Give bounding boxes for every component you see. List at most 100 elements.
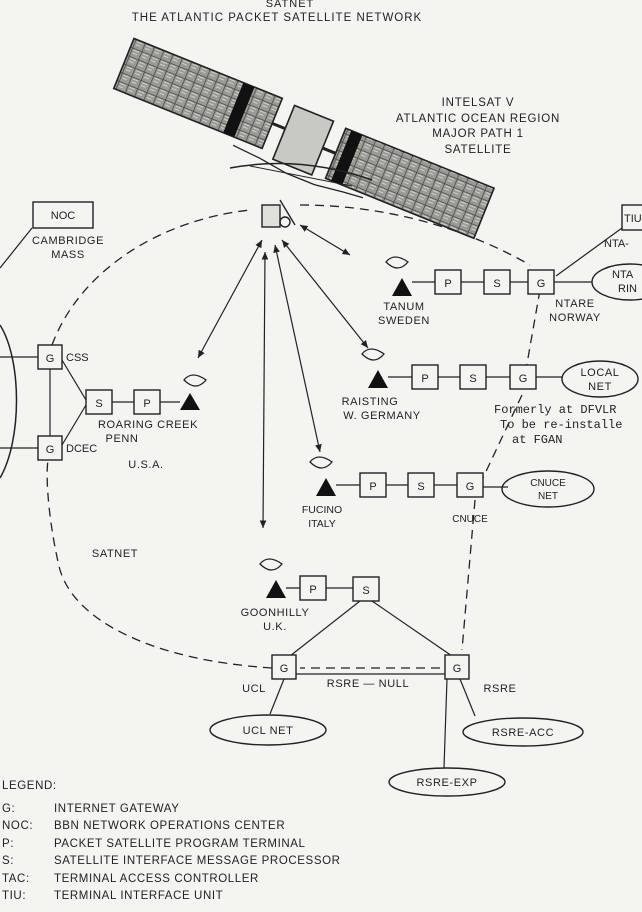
legend-abbr: S: — [2, 855, 15, 868]
tiu-box — [621, 204, 642, 231]
local-net — [561, 360, 639, 398]
ucl-label: UCL — [242, 683, 266, 695]
local-net-label-2: NET — [588, 381, 612, 393]
legend: LEGEND: G: INTERNET GATEWAY NOC: BBN NETWO… — [2, 780, 642, 905]
nta-link-label: NTA- — [604, 238, 629, 250]
goonhilly-label-1: GOONHILLY — [241, 607, 310, 619]
legend-abbr: G: — [2, 802, 16, 815]
legend-item: TAC: TERMINAL ACCESS CONTROLLER — [2, 870, 642, 888]
ucl-net — [209, 714, 327, 746]
goonhilly-dish — [259, 558, 286, 598]
raisting-p-label: P — [421, 373, 428, 385]
cnuce-net — [501, 470, 595, 508]
ucl-g-box — [271, 654, 297, 680]
satnet-dashed-ring — [46, 204, 541, 669]
legend-text: SATELLITE INTERFACE MESSAGE PROCESSOR — [54, 855, 341, 868]
radio-links — [197, 224, 369, 529]
ntare-ring-label-2: RIN — [618, 283, 637, 295]
cnuce-g-box — [456, 472, 484, 498]
noc-label-2: MASS — [51, 249, 85, 261]
legend-item: TIU: TERMINAL INTERFACE UNIT — [2, 888, 642, 906]
fgan-note-3: at FGAN — [512, 433, 562, 447]
tanum-dish — [385, 256, 412, 296]
roaring-creek-label-1: ROARING CREEK — [98, 419, 198, 431]
tanum-s-label: S — [493, 278, 500, 290]
legend-abbr: NOC: — [2, 820, 34, 833]
legend-text: TERMINAL ACCESS CONTROLLER — [54, 872, 259, 885]
satellite-label-3: MAJOR PATH 1 — [432, 128, 524, 140]
local-net-label-1: LOCAL — [580, 367, 619, 379]
legend-abbr: P: — [2, 837, 15, 850]
intelsat-satellite — [112, 37, 496, 240]
fgan-note-1: Formerly at DFVLR — [494, 403, 616, 417]
noc-box — [32, 201, 94, 229]
legend-text: TERMINAL INTERFACE UNIT — [54, 890, 224, 903]
fucino-s-label: S — [417, 481, 424, 493]
ntare-g-label: G — [537, 278, 546, 290]
tiu-box-label: TIU — [624, 213, 642, 225]
raisting-s-label: S — [469, 373, 476, 385]
link-goonhilly — [259, 251, 269, 529]
rsre-exp-label: RSRE-EXP — [416, 777, 477, 789]
usa-p-label: P — [143, 398, 150, 410]
ntare-ring-label-1: NTA — [612, 269, 634, 281]
raisting-g-label: G — [519, 373, 528, 385]
raisting-label-2: W. GERMANY — [343, 410, 421, 422]
title-line-2: THE ATLANTIC PACKET SATELLITE NETWORK — [132, 12, 422, 24]
noc-label-1: CAMBRIDGE — [32, 235, 104, 247]
satellite-label-4: SATELLITE — [444, 144, 511, 156]
ntare-label-2: NORWAY — [549, 312, 601, 324]
left-network-arc — [0, 324, 18, 479]
legend-item: S: SATELLITE INTERFACE MESSAGE PROCESSOR — [2, 853, 642, 871]
fucino-label-2: ITALY — [308, 518, 336, 530]
legend-title: LEGEND: — [2, 780, 57, 792]
goonhilly-s-box — [352, 576, 380, 602]
satnet-label: SATNET — [92, 548, 138, 560]
legend-item: NOC: BBN NETWORK OPERATIONS CENTER — [2, 818, 642, 836]
legend-item: G: INTERNET GATEWAY — [2, 800, 642, 818]
satellite-body — [271, 104, 335, 176]
dcec-label: DCEC — [66, 443, 97, 455]
legend-text: BBN NETWORK OPERATIONS CENTER — [54, 820, 286, 833]
legend-text: INTERNET GATEWAY — [54, 802, 180, 815]
link-roaring-creek — [197, 239, 263, 359]
tanum-p-label: P — [444, 278, 451, 290]
satellite-antenna-mount — [261, 204, 281, 228]
fucino-p-label: P — [369, 481, 376, 493]
legend-abbr: TIU: — [2, 890, 27, 903]
legend-text: PACKET SATELLITE PROGRAM TERMINAL — [54, 837, 306, 850]
roaring-creek-label-2: PENN — [106, 433, 139, 445]
noc-arc-link — [0, 227, 33, 269]
fucino-p-box — [359, 472, 387, 498]
goonhilly-s-label: S — [362, 585, 369, 597]
cnuce-net-label-2: NET — [538, 491, 558, 502]
usa-s-label: S — [95, 398, 102, 410]
legend-item: P: PACKET SATELLITE PROGRAM TERMINAL — [2, 835, 642, 853]
cnuce-g-label: G — [466, 481, 475, 493]
link-tanum — [299, 224, 351, 256]
satellite-label-2: ATLANTIC OCEAN REGION — [396, 113, 560, 125]
title-line-1: SATNET — [266, 0, 315, 10]
dcec-g-box — [37, 435, 63, 461]
rsre-acc-label: RSRE-ACC — [492, 727, 554, 739]
left-solar-panel — [112, 37, 284, 150]
ntare-g-box — [527, 269, 555, 295]
ucl-g-label: G — [280, 663, 289, 675]
rsre-g-box — [444, 654, 470, 680]
raisting-g-box — [509, 364, 537, 390]
roaring-creek-dish — [180, 374, 207, 410]
link-raisting — [281, 239, 369, 349]
usa-label: U.S.A. — [128, 459, 163, 471]
ntare-label-1: NTARE — [555, 298, 594, 310]
satellite-label-1: INTELSAT V — [442, 97, 515, 109]
link-fucino — [273, 244, 322, 453]
raisting-label-1: RAISTING — [342, 396, 399, 408]
raisting-dish — [361, 348, 388, 388]
css-g-label: G — [46, 353, 55, 365]
tanum-label-1: TANUM — [383, 301, 424, 313]
legend-abbr: TAC: — [2, 872, 30, 885]
rsre-null-label: RSRE — NULL — [327, 678, 409, 690]
goonhilly-label-2: U.K. — [263, 621, 287, 633]
rsre-g-label: G — [453, 663, 462, 675]
